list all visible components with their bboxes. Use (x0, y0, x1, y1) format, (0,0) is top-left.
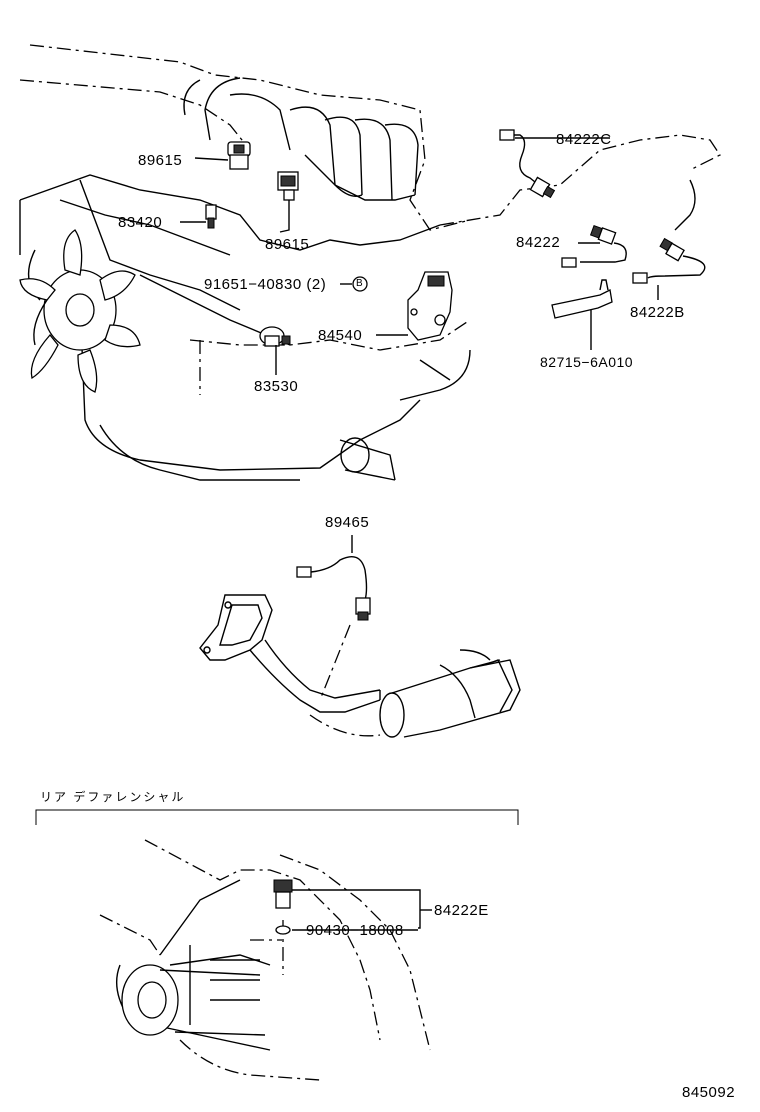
sensor-89615-lower (277, 171, 299, 233)
callout-83530: 83530 (254, 378, 299, 395)
engine-assembly (19, 44, 721, 481)
section-rear-differential: リア デファレンシャル (40, 790, 186, 804)
bracket-82715 (551, 279, 613, 350)
callout-91651: 91651−40830 (2) (204, 276, 327, 293)
sensor-83530 (259, 326, 291, 375)
bolt-marker-letter: B (356, 278, 363, 289)
callout-89615-upper: 89615 (138, 152, 183, 169)
figure-id: 845092 (682, 1084, 736, 1101)
sensor-84222b (632, 237, 706, 300)
rear-differential (99, 839, 431, 1081)
sensor-89615-upper (194, 141, 251, 170)
callout-84222c: 84222C (556, 131, 612, 148)
oxygen-sensor-89465 (296, 535, 371, 621)
callout-82715: 82715−6A010 (540, 354, 634, 370)
callout-83420: 83420 (118, 214, 163, 231)
sensor-84222c (499, 129, 610, 199)
callout-89465: 89465 (325, 514, 370, 531)
sensor-83420 (180, 204, 217, 229)
sensor-84222e (273, 879, 432, 935)
sensor-84540 (376, 271, 453, 341)
callout-89615-lower: 89615 (265, 236, 310, 253)
callout-84222b: 84222B (630, 304, 685, 321)
rear-diff-frame (35, 809, 519, 825)
exhaust-catalyst (199, 594, 521, 738)
cooling-fan (19, 229, 141, 393)
sensor-84222 (561, 224, 627, 268)
callout-84222e: 84222E (434, 902, 489, 919)
callout-84222: 84222 (516, 234, 561, 251)
callout-90430: 90430−18008 (306, 922, 404, 939)
callout-84540: 84540 (318, 327, 363, 344)
bolt-marker (340, 276, 368, 292)
